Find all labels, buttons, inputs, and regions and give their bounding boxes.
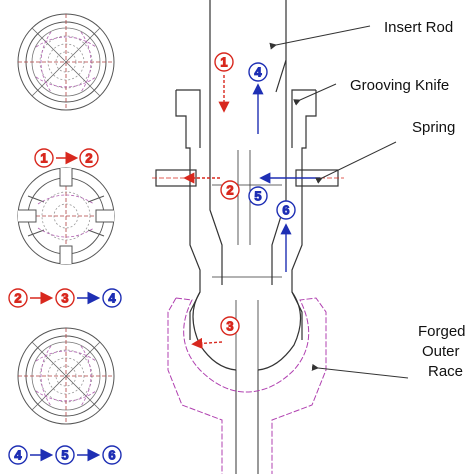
svg-text:Outer: Outer — [422, 343, 460, 360]
grooving-knife-left — [175, 90, 201, 340]
svg-text:Forged: Forged — [418, 323, 466, 340]
label-spring: Spring — [315, 119, 455, 184]
label-grooving-knife: Grooving Knife — [293, 77, 449, 106]
seq1-step-a: 1 — [40, 151, 47, 166]
step-marker-4: 4 — [248, 62, 268, 134]
label-insert-rod: Insert Rod — [269, 19, 453, 50]
tool-cross-section — [152, 0, 344, 474]
svg-text:Grooving Knife: Grooving Knife — [350, 77, 449, 94]
label-forged-outer-race: Forged Outer Race — [311, 323, 466, 380]
svg-text:6: 6 — [282, 203, 289, 218]
svg-text:4: 4 — [254, 65, 262, 80]
grooving-knife-right — [291, 90, 317, 340]
forged-outer-race — [167, 297, 327, 474]
seq2-step-b: 3 — [61, 291, 68, 306]
seq1-step-b: 2 — [85, 151, 92, 166]
svg-text:Race: Race — [428, 363, 463, 380]
svg-text:2: 2 — [226, 183, 233, 198]
disc-view-1 — [17, 13, 115, 111]
svg-text:Insert Rod: Insert Rod — [384, 19, 453, 36]
sequence-2: 2 3 4 — [8, 288, 122, 308]
seq3-step-b: 5 — [61, 448, 68, 463]
svg-text:1: 1 — [220, 55, 227, 70]
sequence-3: 4 5 6 — [8, 445, 122, 465]
step-marker-6: 6 — [276, 200, 296, 272]
svg-text:Spring: Spring — [412, 119, 455, 136]
sequence-1: 1 2 — [34, 148, 99, 168]
seq3-step-a: 4 — [14, 448, 22, 463]
step-marker-2: 2 — [183, 172, 240, 200]
step-marker-5: 5 — [248, 172, 320, 206]
svg-text:3: 3 — [226, 319, 233, 334]
seq2-step-a: 2 — [14, 291, 21, 306]
insert-rod-outline — [209, 0, 287, 150]
svg-text:5: 5 — [254, 189, 261, 204]
disc-view-2 — [17, 167, 115, 265]
seq2-step-c: 4 — [108, 291, 116, 306]
step-marker-1: 1 — [214, 52, 234, 113]
disc-view-3 — [17, 327, 115, 425]
seq3-step-c: 6 — [108, 448, 115, 463]
step-marker-3: 3 — [191, 316, 240, 349]
